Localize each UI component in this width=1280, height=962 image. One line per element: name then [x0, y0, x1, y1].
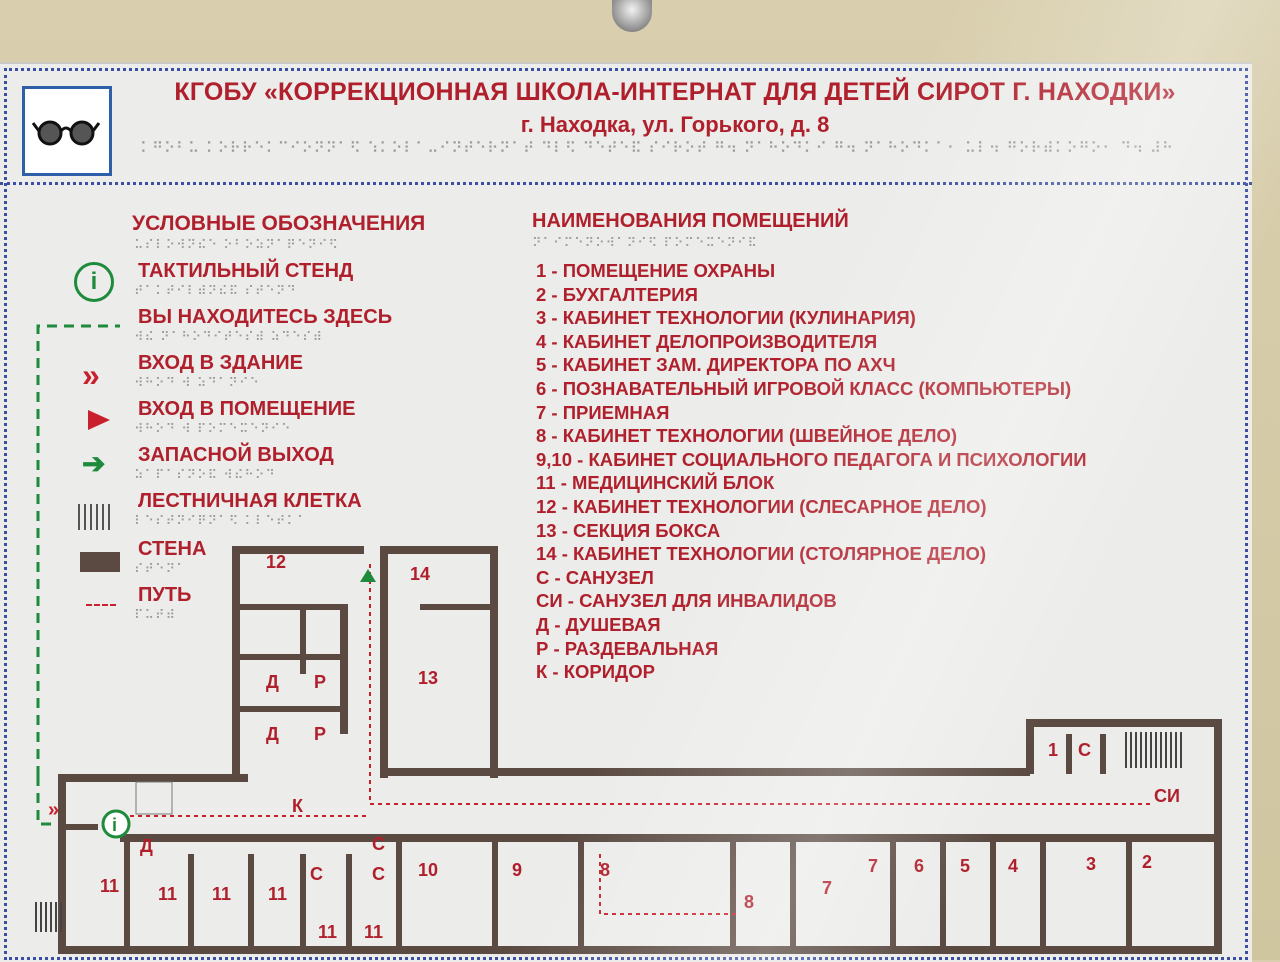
exit-arrow-icon — [360, 569, 376, 582]
map-room-label: 11 — [318, 922, 338, 942]
staircase-icon — [34, 732, 1182, 932]
room-list-item: С - САНУЗЕЛ — [536, 566, 654, 588]
legend-item-braille: ⠏⠥⠞⠾ — [134, 608, 177, 623]
mounting-screw — [612, 0, 652, 32]
map-room-label: 7 — [868, 856, 879, 876]
legend-item-label: ВХОД В ЗДАНИЕ — [138, 352, 303, 374]
school-address: г. Находка, ул. Горького, д. 8 — [520, 112, 830, 137]
legend-item-label: ЗАПАСНОЙ ВЫХОД — [138, 444, 334, 466]
tactile-sign-plate: КГОБУ «КОРРЕКЦИОННАЯ ШКОЛА-ИНТЕРНАТ ДЛЯ … — [0, 62, 1252, 962]
room-list-item: 2 - БУХГАЛТЕРИЯ — [536, 283, 698, 305]
map-room-label: Д — [266, 724, 279, 744]
info-circle-icon: i — [74, 262, 114, 302]
map-room-label: 8 — [600, 860, 611, 880]
room-list-item: 13 - СЕКЦИЯ БОКСА — [536, 519, 721, 541]
legend-title-braille: ⠥⠎⠇⠕⠺⠝⠮⠑ ⠕⠃⠕⠵⠝⠁⠟⠑⠝⠊⠫ — [134, 238, 340, 253]
room-list-item: СИ - САНУЗЕЛ ДЛЯ ИНВАЛИДОВ — [536, 590, 837, 612]
map-room-label: Р — [314, 672, 327, 692]
legend-item-braille: ⠞⠁⠅⠞⠊⠇⠾⠝⠮⠯ ⠎⠞⠑⠝⠙ — [134, 284, 297, 299]
rooms-title-braille: ⠝⠁⠊⠍⠑⠝⠕⠺⠁⠝⠊⠫ ⠏⠕⠍⠑⠭⠑⠝⠊⠯ — [532, 236, 759, 251]
map-room-label: К — [292, 796, 303, 816]
room-list-item: 3 - КАБИНЕТ ТЕХНОЛОГИИ (КУЛИНАРИЯ) — [536, 307, 916, 329]
map-room-label: 7 — [822, 878, 833, 898]
room-list-item: 4 - КАБИНЕТ ДЕЛОПРОИЗВОДИТЕЛЯ — [536, 330, 878, 352]
map-room-label: 11 — [158, 884, 178, 904]
room-list-item: 1 - ПОМЕЩЕНИЕ ОХРАНЫ — [536, 260, 776, 281]
map-room-label: 14 — [410, 564, 431, 584]
map-room-label: 13 — [418, 668, 439, 688]
info-circle-icon — [101, 809, 131, 839]
map-room-label: 11 — [100, 876, 120, 896]
header: КГОБУ «КОРРЕКЦИОННАЯ ШКОЛА-ИНТЕРНАТ ДЛЯ … — [0, 64, 1252, 182]
dotted-path-icon — [86, 604, 116, 606]
room-list-item: 8 - КАБИНЕТ ТЕХНОЛОГИИ (ШВЕЙНОЕ ДЕЛО) — [536, 425, 958, 447]
map-room-label: 1 — [1048, 740, 1059, 760]
legend-item-label: СТЕНА — [138, 538, 207, 560]
map-room-label: 10 — [418, 860, 439, 880]
wall-block-icon — [80, 552, 120, 572]
rooms-title: НАИМЕНОВАНИЯ ПОМЕЩЕНИЙ — [532, 210, 849, 232]
map-room-label: 2 — [1142, 852, 1153, 872]
legend-title: УСЛОВНЫЕ ОБОЗНАЧЕНИЯ — [132, 212, 426, 235]
map-room-label: 9 — [512, 860, 523, 880]
map-room-label: 11 — [212, 884, 232, 904]
double-chevron-icon: » — [82, 357, 100, 393]
legend-item-label: ВЫ НАХОДИТЕСЬ ЗДЕСЬ — [138, 306, 393, 328]
legend-item-braille: ⠺⠓⠕⠙ ⠺ ⠵⠙⠁⠝⠊⠑ — [134, 376, 261, 391]
map-room-label: С — [1078, 740, 1091, 760]
school-title: КГОБУ «КОРРЕКЦИОННАЯ ШКОЛА-ИНТЕРНАТ ДЛЯ … — [174, 78, 1176, 106]
room-list-item: 9,10 - КАБИНЕТ СОЦИАЛЬНОГО ПЕДАГОГА И ПС… — [536, 448, 1087, 470]
room-list-item: 5 - КАБИНЕТ ЗАМ. ДИРЕКТОРА ПО АХЧ — [536, 354, 896, 376]
map-room-label: 11 — [364, 922, 384, 942]
room-list-item: Д - ДУШЕВАЯ — [536, 614, 661, 635]
legend-item-label: ВХОД В ПОМЕЩЕНИЕ — [138, 398, 356, 420]
map-room-label: 3 — [1086, 854, 1097, 874]
map-room-label: 11 — [268, 884, 288, 904]
green-arrow-icon: ➔ — [82, 448, 106, 479]
room-list-item: 6 - ПОЗНАВАТЕЛЬНЫЙ ИГРОВОЙ КЛАСС (КОМПЬЮ… — [536, 378, 1072, 399]
legend-item-label: ЛЕСТНИЧНАЯ КЛЕТКА — [138, 490, 362, 512]
legend-item-braille: ⠺⠓⠕⠙ ⠺ ⠏⠕⠍⠑⠭⠑⠝⠊⠑ — [134, 422, 292, 437]
room-list-item: 7 - ПРИЕМНАЯ — [536, 401, 670, 423]
map-room-label: 4 — [1008, 856, 1019, 876]
legend-item-label: ТАКТИЛЬНЫЙ СТЕНД — [138, 260, 354, 282]
legend-item-label: ПУТЬ — [138, 584, 192, 606]
legend-item-braille: ⠎⠞⠑⠝⠁ — [134, 562, 187, 577]
triangle-arrow-icon — [88, 410, 110, 430]
header-braille: ⠅⠛⠕⠃⠥ ⠅⠕⠗⠗⠑⠅⠉⠊⠕⠝⠝⠁⠫ ⠱⠅⠕⠇⠁⠤⠊⠝⠞⠑⠗⠝⠁⠞ ⠙⠇⠫ ⠙… — [140, 139, 1174, 157]
map-room-label: Д — [266, 672, 279, 692]
map-room-label: 12 — [266, 552, 287, 572]
header-divider — [0, 182, 1252, 185]
map-room-label: СИ — [1154, 786, 1180, 806]
glasses-icon — [22, 86, 112, 176]
room-list-item: Р - РАЗДЕВАЛЬНАЯ — [536, 637, 719, 659]
entrance-arrow-icon: » — [48, 799, 59, 821]
map-room-label: С — [372, 864, 385, 884]
room-list-item: 11 - МЕДИЦИНСКИЙ БЛОК — [536, 472, 775, 494]
map-room-label: 6 — [914, 856, 925, 876]
staircase-icon — [78, 504, 112, 530]
legend-item-braille: ⠇⠑⠎⠞⠝⠊⠟⠝⠁⠫ ⠅⠇⠑⠞⠅⠁ — [134, 514, 308, 529]
map-room-label: Р — [314, 724, 327, 744]
room-list-item: 12 - КАБИНЕТ ТЕХНОЛОГИИ (СЛЕСАРНОЕ ДЕЛО) — [536, 496, 987, 517]
legend-item-braille: ⠺⠮ ⠝⠁⠓⠕⠙⠊⠞⠑⠎⠾ ⠵⠙⠑⠎⠾ — [134, 330, 324, 345]
room-list-item: 14 - КАБИНЕТ ТЕХНОЛОГИИ (СТОЛЯРНОЕ ДЕЛО) — [536, 543, 986, 565]
map-room-label: 5 — [960, 856, 971, 876]
map-room-label: 8 — [744, 892, 755, 912]
room-list-item: К - КОРИДОР — [536, 661, 655, 683]
floor-plan: » i — [34, 324, 1222, 954]
map-room-label: С — [310, 864, 323, 884]
map-room-label: С — [372, 834, 385, 854]
svg-text:i: i — [112, 815, 117, 835]
legend-item-braille: ⠵⠁⠏⠁⠎⠝⠕⠯ ⠺⠮⠓⠕⠙ — [134, 468, 276, 483]
map-room-label: Д — [140, 836, 153, 856]
dotted-border — [4, 68, 1248, 960]
